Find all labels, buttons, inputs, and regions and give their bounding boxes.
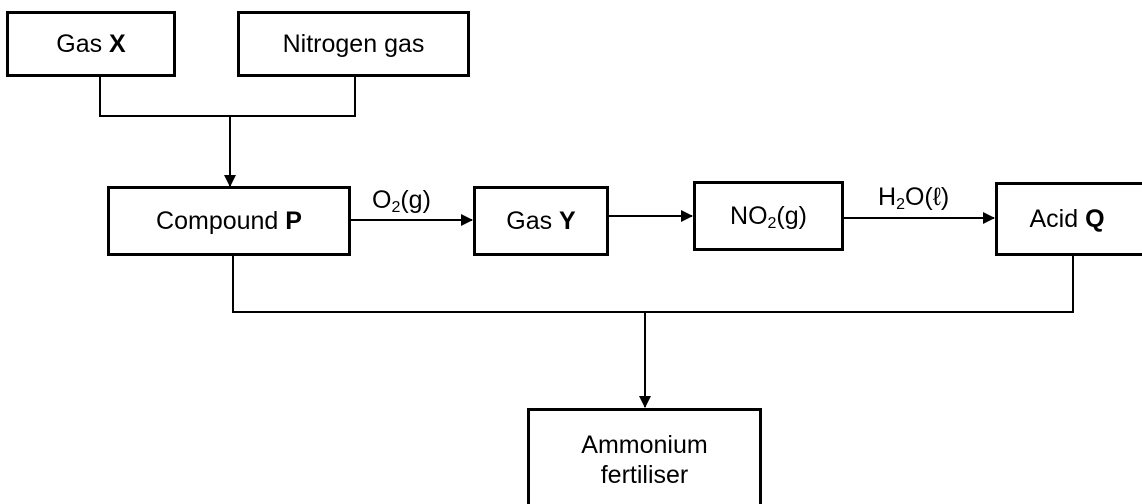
acid-q-letter: Q (1085, 205, 1105, 233)
nitrogen-gas-label: Nitrogen gas (282, 30, 425, 58)
o2-post: (g) (400, 186, 431, 214)
gas-x-label: Gas X (56, 29, 125, 59)
join-line-p-q (232, 255, 1074, 313)
join-line-x-nitrogen (99, 76, 356, 117)
nitrogen-gas-box: Nitrogen gas (237, 11, 470, 77)
gas-y-label: Gas Y (506, 206, 575, 236)
gas-x-box: Gas X (6, 11, 176, 77)
compound-p-label: Compound P (156, 206, 302, 236)
no2-post: (g) (776, 202, 807, 230)
ammonium-line1: Ammonium (581, 430, 708, 459)
o2-sub: 2 (391, 199, 401, 216)
h2o-sub: 2 (896, 196, 905, 213)
no2-label: NO2(g) (730, 201, 807, 232)
acid-q-box: Acid Q (995, 182, 1142, 256)
o2-pre: O (372, 186, 392, 214)
ammonium-fertiliser-label: Ammonium fertiliser (581, 426, 707, 490)
edge-label-o2: O2(g) (372, 186, 431, 216)
no2-pre: NO (730, 202, 768, 230)
ammonium-fertiliser-box: Ammonium fertiliser (527, 408, 762, 504)
compound-p-box: Compound P (107, 186, 351, 256)
acid-q-label: Acid Q (1029, 204, 1110, 234)
no2-box: NO2(g) (693, 181, 844, 251)
edge-label-h2o: H2O(ℓ) (878, 183, 950, 213)
gas-y-text: Gas (506, 207, 560, 235)
h2o-post: O(ℓ) (904, 183, 950, 211)
gas-x-letter: X (109, 30, 126, 58)
gas-y-letter: Y (559, 207, 576, 235)
gas-x-text: Gas (56, 30, 110, 58)
ammonium-line2: fertiliser (600, 460, 689, 489)
compound-p-text: Compound (156, 207, 286, 235)
gas-y-box: Gas Y (473, 186, 609, 256)
acid-q-text: Acid (1029, 205, 1086, 233)
h2o-pre: H (878, 183, 897, 211)
no2-sub: 2 (767, 215, 777, 232)
compound-p-letter: P (285, 207, 302, 235)
